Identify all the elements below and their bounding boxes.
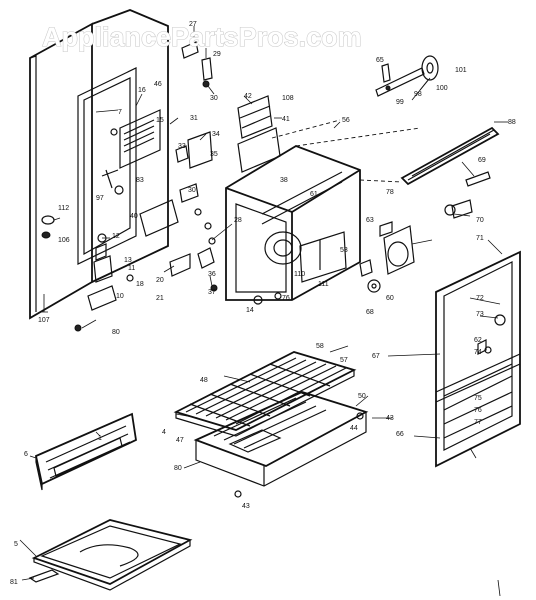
- callout-58: 58: [316, 343, 324, 350]
- callout-67: 67: [372, 353, 380, 360]
- callout-69: 69: [478, 157, 486, 164]
- callout-43-b: 43: [242, 503, 250, 510]
- callout-30: 30: [210, 95, 218, 102]
- callout-38: 38: [280, 177, 288, 184]
- crisper-pan: [193, 391, 369, 498]
- callout-6: 6: [24, 451, 28, 458]
- callout-40: 40: [130, 213, 138, 220]
- callout-35: 35: [210, 151, 218, 158]
- cabinet-liner: [29, 9, 179, 320]
- callout-14: 14: [246, 307, 254, 314]
- callout-46: 46: [154, 81, 162, 88]
- callout-80: 80: [112, 329, 120, 336]
- heater-bar: [359, 126, 500, 219]
- callout-31: 31: [190, 115, 198, 122]
- leader-lines: [19, 26, 508, 597]
- callout-43: 43: [386, 415, 394, 422]
- callout-56: 56: [342, 117, 350, 124]
- callout-41: 41: [282, 116, 290, 123]
- callout-57: 57: [340, 357, 348, 364]
- callout-36: 36: [208, 271, 216, 278]
- fan-motor: [359, 221, 415, 293]
- callout-10: 10: [116, 293, 124, 300]
- callout-101: 101: [455, 67, 467, 74]
- callout-42: 42: [244, 93, 252, 100]
- callout-18: 18: [136, 281, 144, 288]
- callout-33: 33: [178, 143, 186, 150]
- callout-81: 81: [10, 579, 18, 586]
- motor-rod-assembly: [375, 55, 439, 97]
- callout-106: 106: [58, 237, 70, 244]
- callout-21: 21: [156, 295, 164, 302]
- callout-99: 99: [396, 99, 404, 106]
- callout-30-b: 30: [188, 187, 196, 194]
- callout-72: 72: [476, 295, 484, 302]
- freezer-liner-box: [225, 127, 421, 305]
- callout-76-b: 76: [474, 407, 482, 414]
- callout-15: 15: [156, 117, 164, 124]
- callout-28: 28: [234, 217, 242, 224]
- callout-77: 77: [474, 419, 482, 426]
- callout-13: 13: [124, 257, 132, 264]
- callout-83: 83: [136, 177, 144, 184]
- callout-62: 62: [474, 337, 482, 344]
- callout-29: 29: [213, 51, 221, 58]
- callout-71: 71: [476, 235, 484, 242]
- callout-60: 60: [386, 295, 394, 302]
- callout-111: 111: [318, 281, 329, 288]
- callout-112: 112: [58, 205, 69, 212]
- callout-97: 97: [96, 195, 104, 202]
- callout-37: 37: [208, 289, 216, 296]
- callout-44: 44: [350, 425, 358, 432]
- callout-70: 70: [476, 217, 484, 224]
- callout-88: 88: [508, 119, 516, 126]
- callout-47: 47: [176, 437, 184, 444]
- callout-4: 4: [162, 429, 166, 436]
- callout-75: 75: [474, 395, 482, 402]
- callout-27: 27: [189, 21, 197, 28]
- callout-7: 7: [118, 109, 122, 116]
- watermark-text: AppliancePartsPros.com: [42, 22, 362, 52]
- callout-1: 1: [98, 435, 102, 442]
- callout-107: 107: [38, 317, 50, 324]
- left-hardware: [40, 128, 218, 332]
- callout-20: 20: [156, 277, 164, 284]
- callout-100: 100: [436, 85, 448, 92]
- callout-74: 74: [474, 349, 482, 356]
- callout-108: 108: [282, 95, 294, 102]
- evap-cover: [237, 95, 341, 173]
- callout-73: 73: [476, 311, 484, 318]
- door-liner: [435, 250, 521, 468]
- callout-5: 5: [14, 541, 18, 548]
- wire-shelf: [173, 351, 357, 437]
- callout-53: 53: [340, 247, 348, 254]
- callout-11: 11: [128, 265, 135, 272]
- callout-48: 48: [200, 377, 208, 384]
- callout-110: 110: [294, 271, 305, 278]
- callout-61: 61: [310, 191, 318, 198]
- callout-12: 12: [112, 233, 120, 240]
- callout-34: 34: [212, 131, 220, 138]
- callout-68: 68: [366, 309, 374, 316]
- grille-panel: [34, 412, 137, 491]
- callout-98: 98: [414, 91, 422, 98]
- callout-63: 63: [366, 217, 374, 224]
- drip-tray: [28, 519, 193, 591]
- callout-50: 50: [358, 393, 366, 400]
- damper-parts: [175, 41, 213, 230]
- callout-labels: 27 29 30 65 101 100 99 98 88 42 108 41 5…: [10, 21, 516, 586]
- callout-66: 66: [396, 431, 404, 438]
- callout-65: 65: [376, 57, 384, 64]
- callout-80-b: 80: [174, 465, 182, 472]
- callout-76: 76: [282, 295, 290, 302]
- callout-78: 78: [386, 189, 394, 196]
- callout-16: 16: [138, 87, 146, 94]
